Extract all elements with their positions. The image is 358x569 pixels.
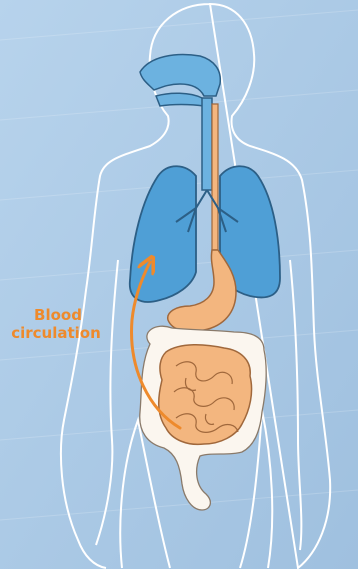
esophagus — [212, 104, 218, 250]
trachea — [202, 98, 212, 190]
oral-cavity — [156, 93, 204, 106]
blood-circulation-label-line2: circulation — [0, 324, 112, 342]
blood-circulation-label-line1: Blood — [26, 306, 90, 324]
